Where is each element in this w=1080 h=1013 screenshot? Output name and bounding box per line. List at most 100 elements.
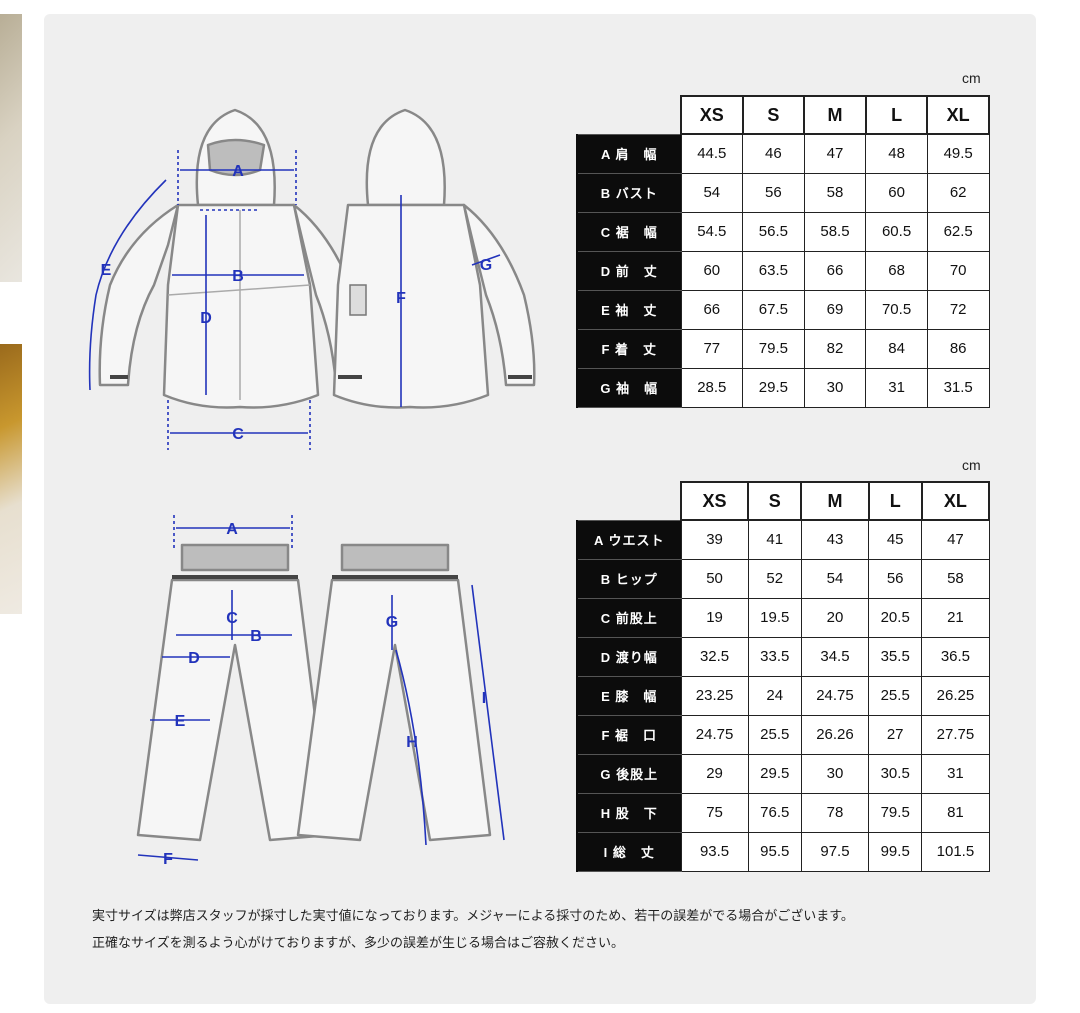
table-cell: 78 <box>800 792 870 833</box>
table-cell: 75 <box>680 792 749 833</box>
pants-unit-label: cm <box>962 457 981 473</box>
table-cell: 82 <box>803 328 867 369</box>
size-header: XL <box>926 95 990 135</box>
table-cell: 56.5 <box>742 211 805 252</box>
table-cell: 48 <box>865 133 928 174</box>
table-cell: 84 <box>865 328 928 369</box>
size-header: S <box>741 95 806 135</box>
table-cell: 31 <box>865 367 928 408</box>
pants-diagram: A B C D E F G H I <box>136 515 505 868</box>
measurement-note-1: 実寸サイズは弊店スタッフが採寸した実寸値になっております。メジャーによる採寸のた… <box>92 909 854 924</box>
table-cell: 20 <box>800 597 870 638</box>
table-cell: 29 <box>680 753 749 794</box>
table-cell: 97.5 <box>800 831 870 872</box>
table-cell: 24 <box>747 675 802 716</box>
table-cell: 56 <box>742 172 805 213</box>
jacket-label-a: A <box>232 163 244 180</box>
table-cell: 28.5 <box>680 367 744 408</box>
table-cell: 79.5 <box>742 328 805 369</box>
table-cell: 69 <box>803 289 867 330</box>
size-header: S <box>747 481 803 521</box>
table-cell: 77 <box>680 328 744 369</box>
thumbnail-image-2[interactable] <box>0 344 22 614</box>
table-cell: 32.5 <box>680 636 749 677</box>
table-cell: 49.5 <box>926 133 990 174</box>
table-cell: 19.5 <box>747 597 802 638</box>
jacket-label-e: E <box>101 262 112 279</box>
table-cell: 95.5 <box>747 831 802 872</box>
table-cell: 29.5 <box>742 367 805 408</box>
row-label: A ウエスト <box>576 519 681 560</box>
thumbnail-image-1[interactable] <box>0 14 22 282</box>
jacket-label-c: C <box>232 426 244 443</box>
table-cell: 66 <box>803 250 867 291</box>
pants-label-d: D <box>188 650 200 667</box>
table-cell: 76.5 <box>747 792 802 833</box>
size-header: L <box>864 95 929 135</box>
row-label: G 後股上 <box>576 753 681 794</box>
row-label: G 袖 幅 <box>576 367 681 408</box>
pants-label-g: G <box>386 614 398 631</box>
table-cell: 29.5 <box>747 753 802 794</box>
table-cell: 60 <box>680 250 744 291</box>
jacket-label-b: B <box>232 268 244 285</box>
size-header: XS <box>679 481 750 521</box>
pants-label-b: B <box>250 628 262 645</box>
size-header: XL <box>920 481 991 521</box>
table-cell: 67.5 <box>742 289 805 330</box>
table-cell: 99.5 <box>868 831 923 872</box>
table-cell: 56 <box>868 558 923 599</box>
jacket-label-d: D <box>200 310 212 327</box>
table-cell: 36.5 <box>921 636 990 677</box>
table-cell: 21 <box>921 597 990 638</box>
table-cell: 25.5 <box>747 714 802 755</box>
table-cell: 19 <box>680 597 749 638</box>
row-label: C 裾 幅 <box>576 211 681 252</box>
table-cell: 35.5 <box>868 636 923 677</box>
pants-label-e: E <box>175 713 186 730</box>
size-header: XS <box>680 95 744 135</box>
table-cell: 33.5 <box>747 636 802 677</box>
size-header: M <box>803 95 867 135</box>
jacket-label-f: F <box>396 290 406 307</box>
table-cell: 81 <box>921 792 990 833</box>
table-cell: 43 <box>800 519 870 560</box>
table-cell: 30.5 <box>868 753 923 794</box>
table-cell: 58.5 <box>803 211 867 252</box>
pants-label-f: F <box>163 851 173 868</box>
table-cell: 54.5 <box>680 211 744 252</box>
table-cell: 24.75 <box>680 714 749 755</box>
table-cell: 58 <box>803 172 867 213</box>
table-cell: 66 <box>680 289 744 330</box>
pants-label-i: I <box>482 690 486 707</box>
table-cell: 31 <box>921 753 990 794</box>
table-cell: 70.5 <box>865 289 928 330</box>
table-cell: 45 <box>868 519 923 560</box>
jacket-label-g: G <box>480 257 492 274</box>
table-cell: 101.5 <box>921 831 990 872</box>
table-cell: 25.5 <box>868 675 923 716</box>
table-cell: 54 <box>800 558 870 599</box>
table-cell: 46 <box>742 133 805 174</box>
row-label: F 着 丈 <box>576 328 681 369</box>
jacket-diagram: A B C D E F G <box>88 108 536 450</box>
jacket-unit-label: cm <box>962 70 981 86</box>
row-label: B ヒップ <box>576 558 681 599</box>
table-cell: 44.5 <box>680 133 744 174</box>
row-label: E 袖 丈 <box>576 289 681 330</box>
